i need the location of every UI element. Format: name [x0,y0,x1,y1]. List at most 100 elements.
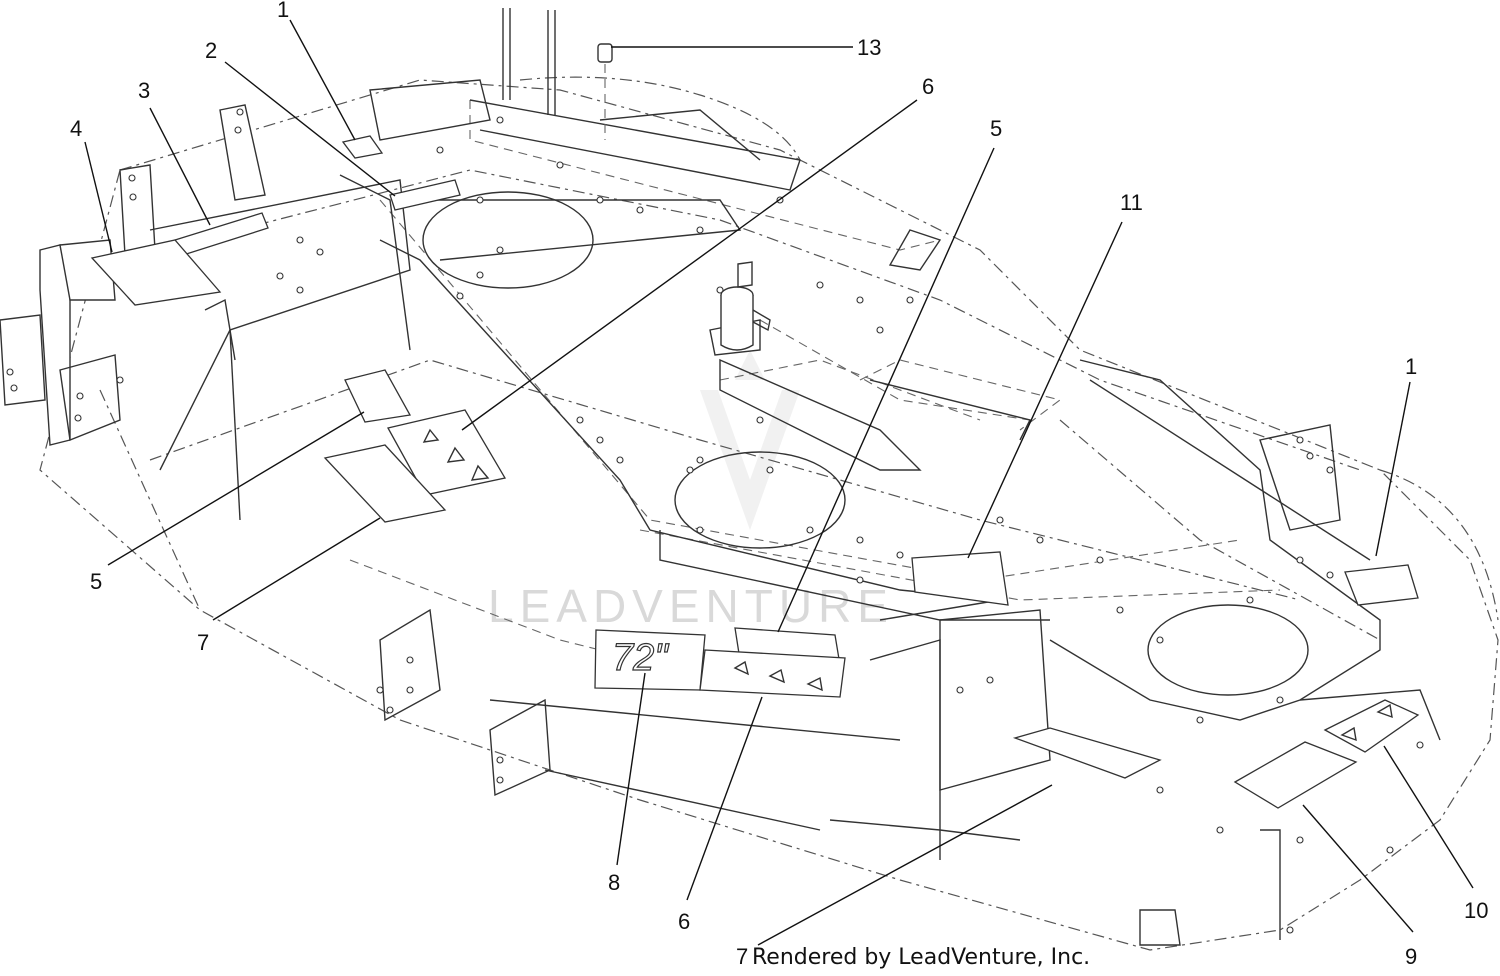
mounting-hole [276,272,284,280]
mounting-hole [636,206,644,214]
decal-8-text: 72" [612,637,669,679]
part-13-cap [502,8,613,140]
mounting-hole [116,376,124,384]
callout-2: 2 [205,38,217,63]
mounting-hole [10,384,18,392]
mounting-hole [1196,716,1204,724]
mounting-hole [1306,452,1314,460]
mounting-hole [316,248,324,256]
callout-3: 3 [138,78,150,103]
mounting-hole [74,414,82,422]
mounting-hole [386,706,394,714]
watermark: LEADVENTURE [488,350,894,632]
decal-9 [1233,741,1358,809]
mounting-hole [596,436,604,444]
mounting-hole [1096,556,1104,564]
mounting-hole [1296,836,1304,844]
mounting-hole [616,456,624,464]
left-hanger-plate [119,164,156,256]
decal-1-right [1344,564,1419,606]
mounting-hole [296,236,304,244]
mounting-hole [696,526,704,534]
mounting-hole [766,466,774,474]
callout-1: 1 [277,0,289,22]
mounting-hole [856,536,864,544]
mounting-hole [1296,436,1304,444]
center-spindle-opening [674,451,846,549]
mounting-hole [1286,926,1294,934]
mounting-hole [496,756,504,764]
mounting-hole [696,456,704,464]
callout-6: 6 [678,909,690,934]
decal-2 [389,179,461,211]
mounting-hole [496,116,504,124]
callout-13: 13 [857,35,881,60]
mounting-hole [896,551,904,559]
callout-labels: 1 2 3 4 5 5 6 6 7 7 8 9 10 11 1 13 [70,0,1488,969]
mounting-hole [456,292,464,300]
decal-4 [90,239,222,306]
mounting-hole [696,226,704,234]
decal-6-center [699,649,846,698]
mounting-hole [1156,786,1164,794]
leader-lines [84,19,1474,946]
mounting-hole [128,174,136,182]
mounting-hole [129,193,137,201]
right-front-plate [939,609,1051,791]
mounting-hole [76,392,84,400]
mounting-hole [1216,826,1224,834]
watermark-text: LEADVENTURE [488,580,894,632]
mounting-hole [1386,846,1394,854]
mounting-hole [1416,741,1424,749]
mounting-hole [956,686,964,694]
mounting-hole [816,281,824,289]
mounting-hole [234,126,242,134]
right-hanger-plate [1259,424,1341,531]
mounting-hole [376,686,384,694]
right-spindle-opening [1147,604,1309,696]
callout-6: 6 [922,74,934,99]
mower-deck-outline [39,76,1499,951]
mounting-hole [1036,536,1044,544]
mounting-hole [496,246,504,254]
mounting-hole [856,296,864,304]
callout-7: 7 [736,944,748,969]
decal-7-right [1012,727,1162,779]
callout-8: 8 [608,870,620,895]
left-spindle-opening [422,191,594,289]
mounting-hole [496,776,504,784]
watermark-logo-icon [700,350,800,530]
callout-5: 5 [990,116,1002,141]
mounting-hole [236,108,244,116]
pivot-post-assembly [709,261,771,356]
decal-11 [911,551,1009,606]
mounting-hole [556,161,564,169]
callout-10: 10 [1464,898,1488,923]
mounting-hole [986,676,994,684]
callout-11: 11 [1120,190,1143,215]
mounting-hole [576,416,584,424]
mounting-hole [906,296,914,304]
mounting-hole [406,686,414,694]
mounting-hole [856,576,864,584]
callout-1: 1 [1405,354,1417,379]
decal-3 [174,212,269,257]
blade-openings [422,191,1309,696]
decal-6-center-warning-icons [733,660,823,692]
callout-9: 9 [1405,944,1417,969]
left-hanger-plate-2 [219,104,266,201]
decal-5-left [344,369,412,423]
mounting-hole [1296,556,1304,564]
front-anti-scalp-bracket [379,608,441,722]
mounting-hole [756,416,764,424]
mounting-hole [406,656,414,664]
decal-1-left [341,135,384,159]
callout-7: 7 [197,630,209,655]
mounting-hole [476,196,484,204]
mounting-hole [296,286,304,294]
decal-6-left-warning-icons [422,428,490,481]
mounting-hole [686,466,694,474]
mounting-hole [806,526,814,534]
mounting-hole [1276,696,1284,704]
